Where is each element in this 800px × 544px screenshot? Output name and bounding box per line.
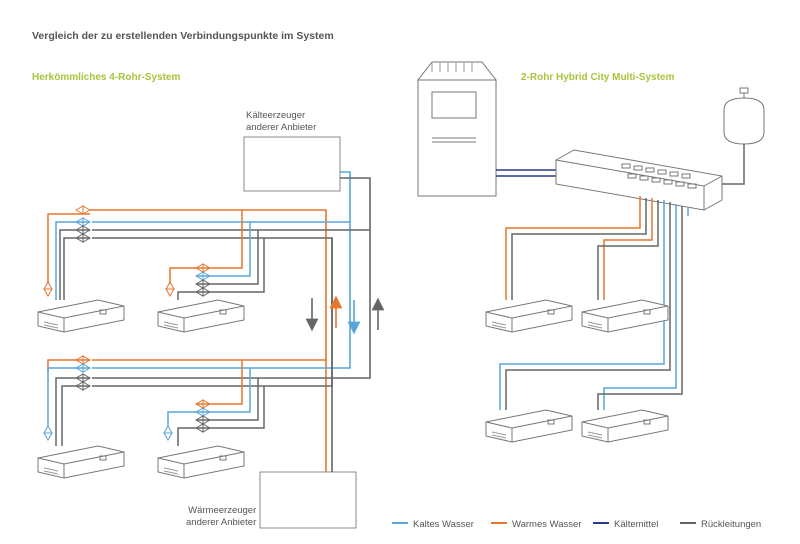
legend-label: Kältemittel <box>614 519 659 530</box>
chiller-box <box>243 136 341 192</box>
indoor-unit <box>581 409 669 443</box>
valve <box>74 355 92 365</box>
valve <box>74 217 92 227</box>
refrigerant-lines <box>496 169 560 177</box>
legend-swatch <box>593 522 609 525</box>
branch-upper-middle <box>169 210 265 300</box>
heater-box <box>259 471 357 529</box>
chiller-label: Kälteerzeuger anderer Anbieter <box>246 110 316 134</box>
legend-label: Kaltes Wasser <box>413 519 474 530</box>
heater-label: Wärmeerzeuger anderer Anbieter <box>186 505 256 529</box>
legend-label: Rückleitungen <box>701 519 762 530</box>
indoor-unit <box>157 299 245 333</box>
branch-lower-left <box>47 359 90 446</box>
right-pipes <box>499 196 689 410</box>
legend-swatch <box>680 522 696 525</box>
left-system-title: Herkömmliches 4-Rohr-System <box>32 72 181 83</box>
indoor-unit <box>485 409 573 443</box>
legend-refrigerant: Kältemittel <box>593 519 658 530</box>
valve <box>194 287 212 297</box>
outdoor-unit <box>416 61 498 197</box>
legend-swatch <box>392 522 408 525</box>
valve <box>194 271 212 281</box>
valve <box>194 415 212 425</box>
chiller-label-line1: Kälteerzeuger <box>246 110 306 121</box>
indoor-units-left <box>37 299 245 479</box>
chiller-label-line2: anderer Anbieter <box>246 122 317 133</box>
valve <box>43 424 53 442</box>
legend-warm-water: Warmes Wasser <box>491 519 582 530</box>
diagram-title: Vergleich der zu erstellenden Verbindung… <box>32 30 334 42</box>
legend-return: Rückleitungen <box>680 519 761 530</box>
indoor-unit <box>37 445 125 479</box>
legend-swatch <box>491 522 507 525</box>
valve <box>194 407 212 417</box>
valve <box>74 363 92 373</box>
valve <box>74 381 92 391</box>
valve <box>74 225 92 235</box>
indoor-unit <box>37 299 125 333</box>
valve <box>74 205 92 215</box>
heater-label-line2: anderer Anbieter <box>186 517 257 528</box>
main-risers <box>90 171 371 472</box>
branch-upper-left <box>47 213 90 300</box>
heater-label-line1: Wärmeerzeuger <box>188 505 257 516</box>
indoor-unit <box>485 299 573 333</box>
expansion-vessel <box>722 87 765 185</box>
valve <box>194 263 212 273</box>
indoor-unit <box>157 445 245 479</box>
indoor-units-right <box>485 299 669 443</box>
valve <box>194 279 212 289</box>
legend-cold-water: Kaltes Wasser <box>392 519 474 530</box>
valve <box>194 399 212 409</box>
legend-label: Warmes Wasser <box>512 519 582 530</box>
valves <box>43 205 212 442</box>
valve <box>74 373 92 383</box>
valve <box>43 280 53 298</box>
valve <box>165 280 175 298</box>
branch-lower-middle <box>167 360 265 446</box>
valve <box>194 423 212 433</box>
valve <box>74 233 92 243</box>
valve <box>163 424 173 442</box>
indoor-unit <box>581 299 669 333</box>
branch-controller <box>555 149 723 211</box>
right-system-title: 2-Rohr Hybrid City Multi-System <box>521 72 675 83</box>
